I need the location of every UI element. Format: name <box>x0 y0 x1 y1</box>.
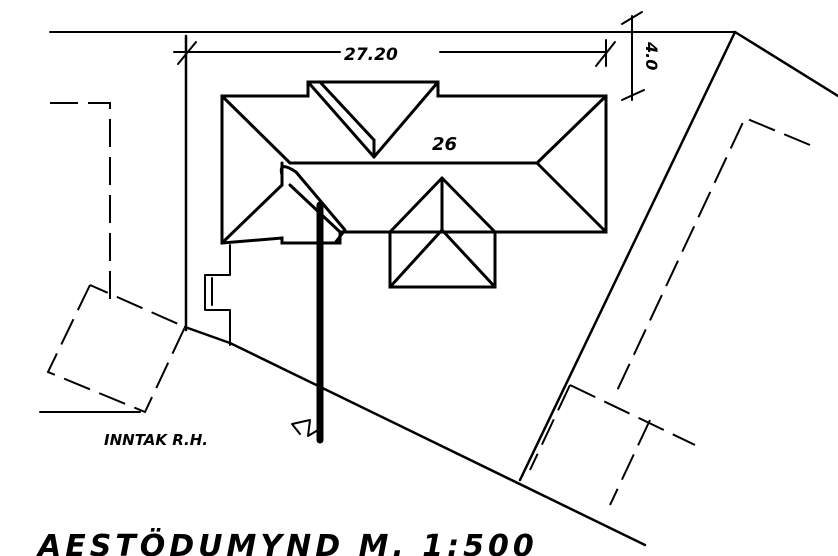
dimension-width-label: 27.20 <box>344 45 398 65</box>
steps-outline <box>204 244 231 346</box>
dimension-setback-label: 4.0 <box>642 41 661 70</box>
neighbouring-plots <box>46 102 811 506</box>
width-dimension: 27.20 <box>173 39 616 67</box>
drawing-title: AESTÖDUMYND M. 1:500 <box>36 527 538 556</box>
setback-dimension: 4.0 <box>621 11 661 101</box>
intake-label: INNTAK R.H. <box>104 431 208 449</box>
plot-boundaries <box>39 30 838 547</box>
building-26-roof: 26 <box>220 80 608 289</box>
intake-pipe: INNTAK R.H. <box>104 201 324 449</box>
building-number: 26 <box>432 134 457 155</box>
